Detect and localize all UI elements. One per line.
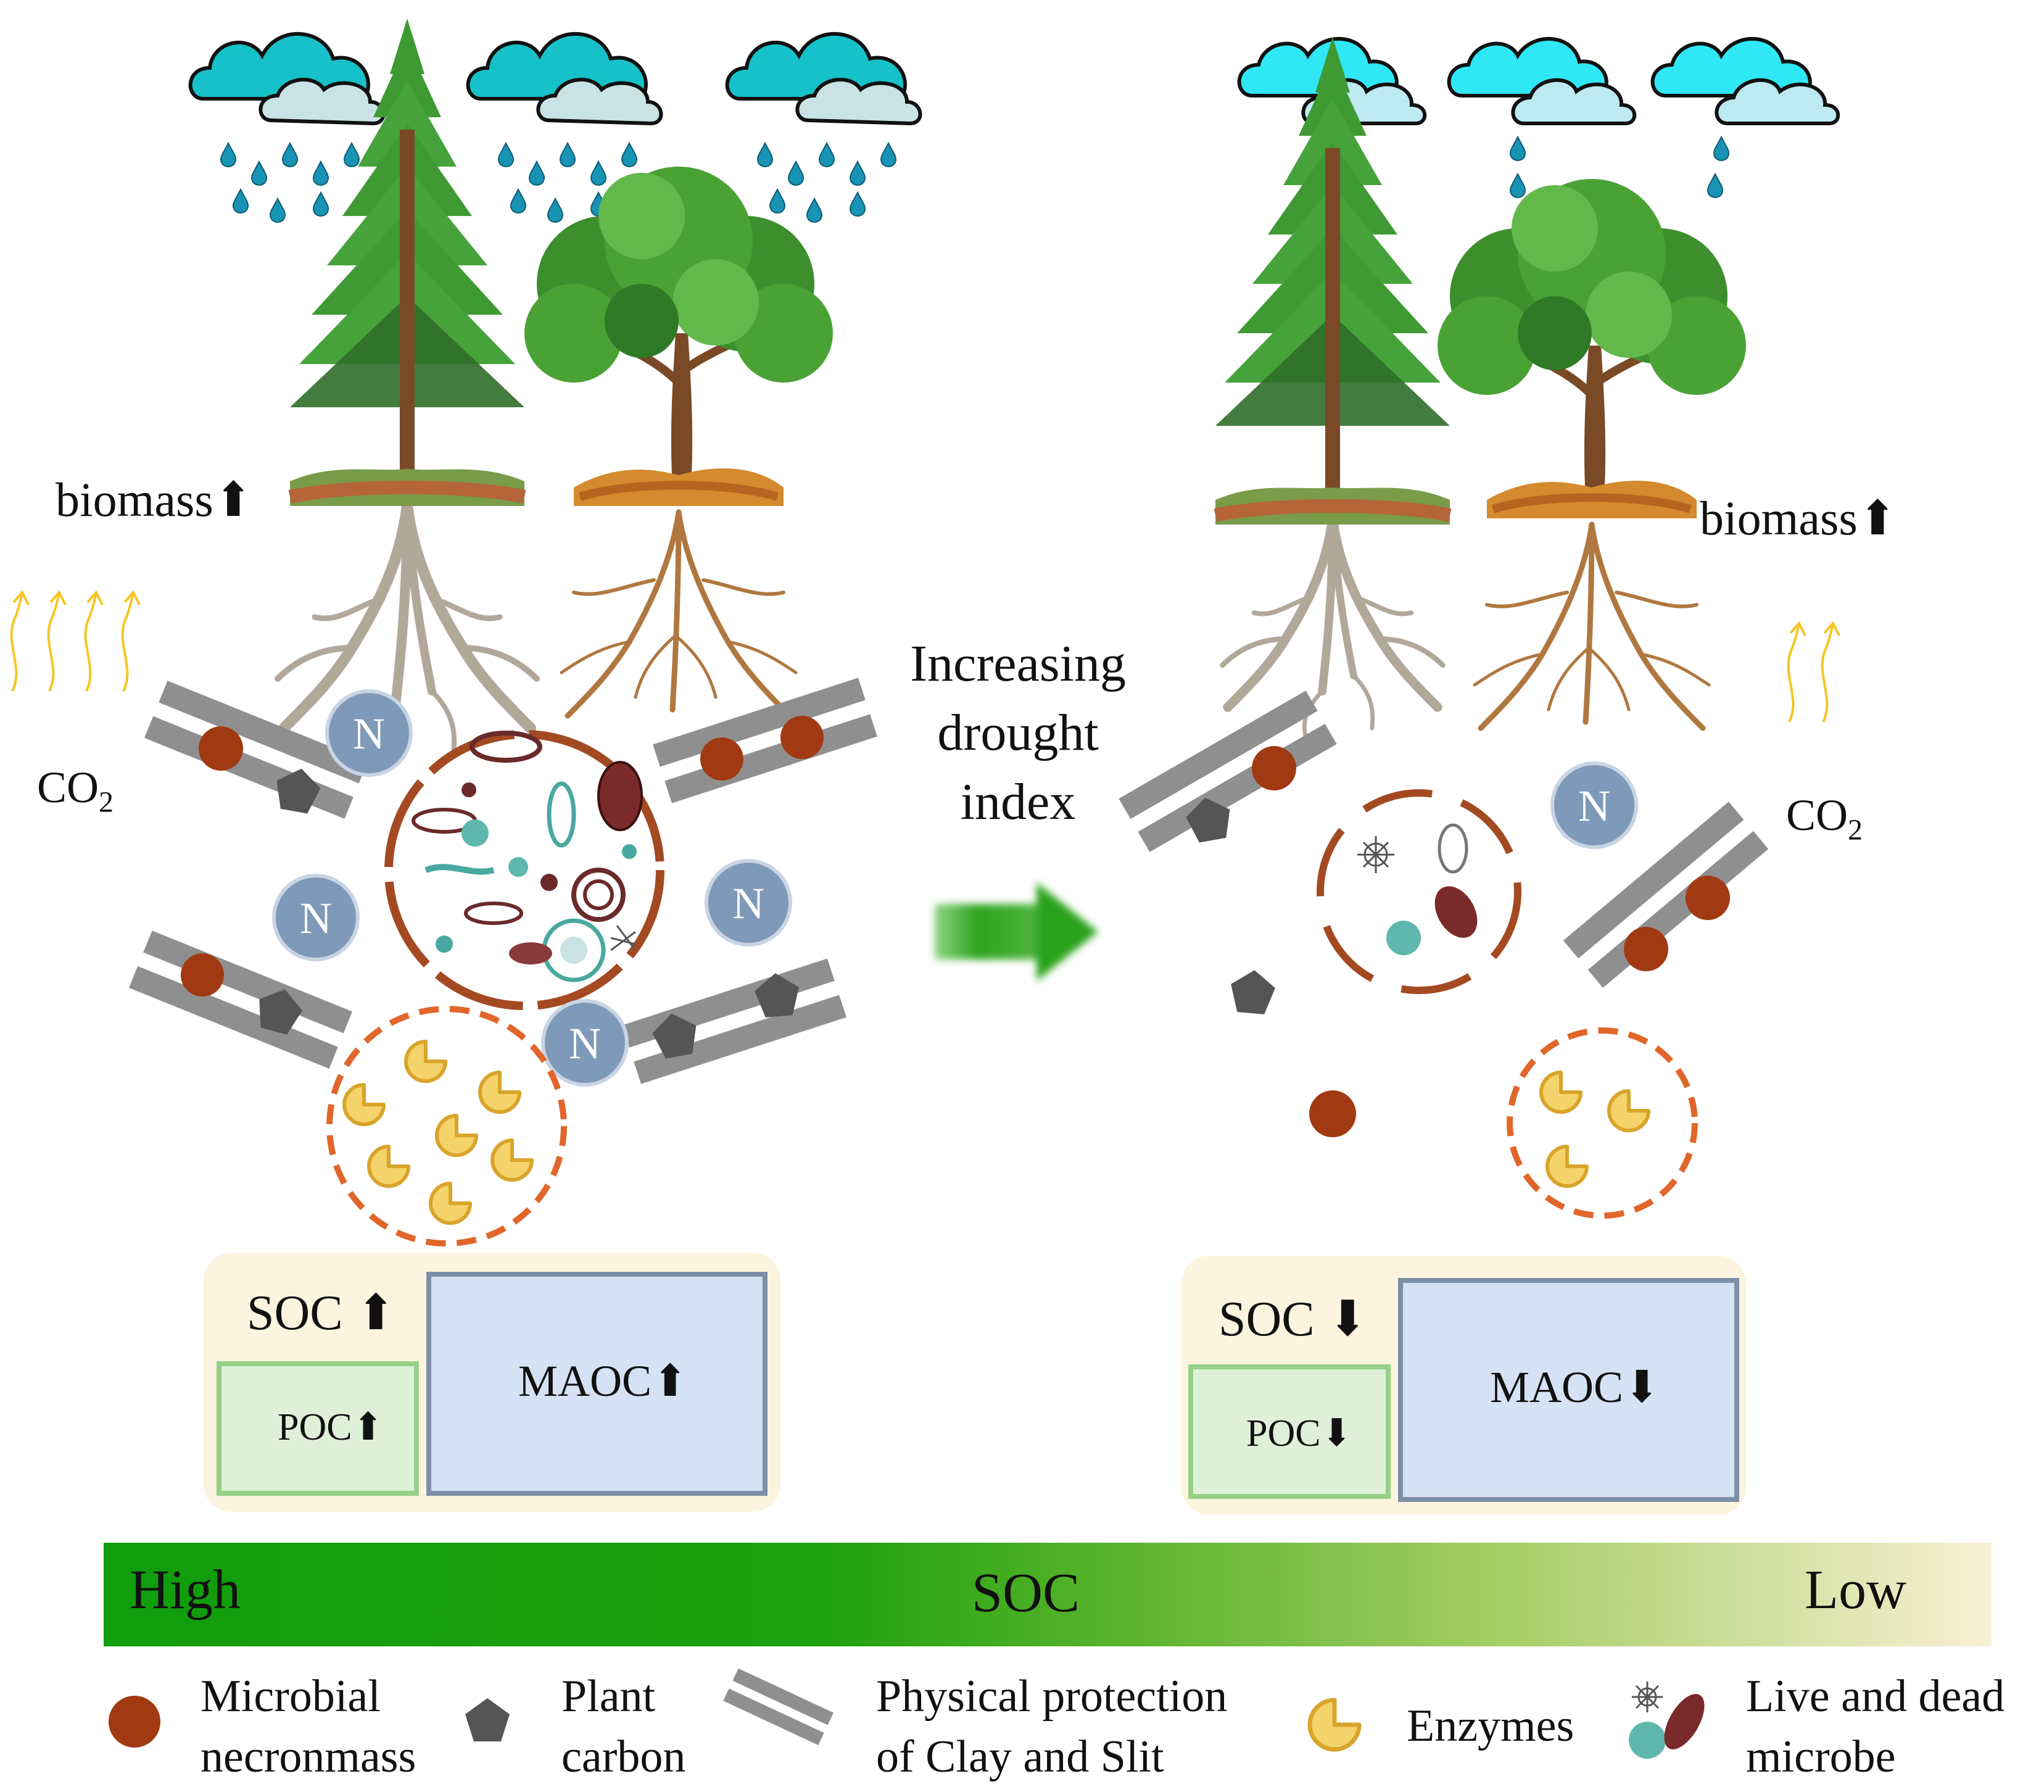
left-co2-text: CO xyxy=(37,763,99,812)
legend-plant-carbon-line2: carbon xyxy=(561,1732,686,1782)
right-co2-subscript: 2 xyxy=(1848,813,1863,847)
right-poc-text: POC xyxy=(1246,1412,1321,1454)
soc-bar-low: Low xyxy=(1805,1559,1906,1620)
legend-enzyme-label: Enzymes xyxy=(1407,1696,1574,1756)
left-broadleaf-tree-icon xyxy=(524,167,833,506)
legend-clay-icon xyxy=(723,1668,834,1746)
up-arrow-icon: ⬆ xyxy=(213,473,254,526)
legend-microbe-label: Live and dead microbe xyxy=(1746,1666,2005,1787)
right-co2-label: CO2 xyxy=(1786,790,1863,847)
left-nitrogen-3: N xyxy=(705,859,792,947)
legend-plant-carbon-line1: Plant xyxy=(561,1671,656,1722)
drought-line-2: drought xyxy=(937,704,1099,761)
right-soc-text: SOC xyxy=(1219,1292,1315,1346)
left-soc-text: SOC xyxy=(247,1286,343,1340)
legend-microbe-line2: microbe xyxy=(1746,1732,1896,1782)
svg-text:N: N xyxy=(353,709,385,758)
left-enzyme-pool-icon xyxy=(326,1006,567,1247)
up-arrow-icon: ⬆ xyxy=(1857,491,1898,545)
left-necromass-2 xyxy=(700,737,743,781)
rain-cloud-3-icon xyxy=(727,34,921,223)
right-co2-text: CO xyxy=(1786,790,1848,840)
left-poc-text: POC xyxy=(278,1406,352,1448)
right-broadleaf-roots-icon xyxy=(1475,525,1709,728)
drought-line-1: Increasing xyxy=(910,635,1126,692)
legend-necromass-line1: Microbial xyxy=(201,1671,381,1722)
right-pine-roots-icon xyxy=(1223,518,1443,739)
legend-necromass-icon xyxy=(109,1696,160,1748)
left-maoc-text: MAOC xyxy=(518,1356,652,1406)
soc-bar-center: SOC xyxy=(972,1562,1080,1624)
legend-plant-carbon-label: Plant carbon xyxy=(561,1666,685,1787)
right-necromass-3 xyxy=(1624,927,1668,971)
drought-line-3: index xyxy=(960,773,1076,831)
left-soc-label: SOC ⬆ xyxy=(247,1284,397,1342)
right-plant-carbon-2 xyxy=(1228,968,1277,1016)
left-necromass-4 xyxy=(181,953,224,997)
right-necromass-4 xyxy=(1309,1090,1356,1137)
right-biomass-label: biomass⬆ xyxy=(1700,491,1898,546)
drought-arrow-icon xyxy=(935,882,1098,981)
right-necromass-2 xyxy=(1686,876,1730,920)
soc-bar-high: High xyxy=(130,1559,241,1620)
left-nitrogen-1: N xyxy=(325,689,413,777)
legend-enzyme-line1: Enzymes xyxy=(1407,1701,1574,1751)
right-enzyme-pool-icon xyxy=(1507,1027,1698,1219)
right-soc-panel xyxy=(1181,1256,1746,1515)
drought-index-label: Increasing drought index xyxy=(861,629,1175,837)
left-nitrogen-2: N xyxy=(272,874,360,961)
down-arrow-icon: ⬇ xyxy=(1320,1412,1353,1454)
right-poc-label: POC⬇ xyxy=(1246,1410,1353,1456)
up-arrow-icon: ⬆ xyxy=(652,1356,689,1406)
left-nitrogen-4: N xyxy=(541,999,629,1087)
legend-clay-label: Physical protection of Clay and Slit xyxy=(876,1666,1227,1787)
legend-microbe-icon xyxy=(1629,1682,1705,1759)
left-biomass-text: biomass xyxy=(56,473,213,526)
legend-microbe-line1: Live and dead xyxy=(1746,1671,2005,1722)
soc-gradient-bar xyxy=(104,1543,1992,1646)
dry-cloud-2-icon xyxy=(1449,39,1635,198)
left-necromass-1 xyxy=(199,726,243,771)
left-clay-bar-4 xyxy=(622,958,846,1084)
svg-text:N: N xyxy=(569,1019,601,1068)
legend-necromass-line2: necronmass xyxy=(201,1732,416,1782)
rain-cloud-1-icon xyxy=(191,34,384,223)
legend-plant-carbon-icon xyxy=(465,1698,510,1741)
right-microbe-community-icon xyxy=(1317,789,1521,994)
left-necromass-3 xyxy=(780,716,824,759)
left-broadleaf-roots-icon xyxy=(561,512,796,716)
legend-clay-line2: of Clay and Slit xyxy=(876,1732,1164,1782)
up-arrow-icon: ⬆ xyxy=(355,1286,397,1340)
legend-clay-line1: Physical protection xyxy=(876,1671,1228,1722)
right-soc-label: SOC ⬇ xyxy=(1219,1290,1368,1348)
left-poc-label: POC⬆ xyxy=(278,1404,384,1450)
left-soc-panel xyxy=(204,1253,780,1512)
left-co2-label: CO2 xyxy=(37,762,114,819)
right-broadleaf-tree-icon xyxy=(1438,179,1746,518)
legend-necromass-label: Microbial necronmass xyxy=(201,1666,416,1787)
right-nitrogen-1: N xyxy=(1550,761,1638,849)
down-arrow-icon: ⬇ xyxy=(1623,1363,1661,1412)
left-microbe-community-icon xyxy=(384,730,664,1010)
up-arrow-icon: ⬆ xyxy=(352,1406,384,1448)
left-biomass-label: biomass⬆ xyxy=(56,472,254,528)
right-necromass-1 xyxy=(1252,746,1296,790)
right-maoc-label: MAOC⬇ xyxy=(1490,1361,1660,1413)
svg-text:N: N xyxy=(732,879,764,928)
dry-cloud-3-icon xyxy=(1653,39,1839,198)
legend-enzyme-icon xyxy=(1307,1698,1362,1752)
left-co2-arrows-icon xyxy=(10,591,141,692)
down-arrow-icon: ⬇ xyxy=(1326,1292,1368,1346)
right-biomass-text: biomass xyxy=(1700,491,1858,545)
right-co2-arrows-icon xyxy=(1787,622,1840,723)
svg-text:N: N xyxy=(300,894,332,943)
left-maoc-label: MAOC⬆ xyxy=(518,1354,689,1407)
svg-text:N: N xyxy=(1578,781,1610,831)
left-clay-bar-2 xyxy=(653,678,877,803)
right-maoc-text: MAOC xyxy=(1490,1363,1624,1412)
left-co2-subscript: 2 xyxy=(99,786,114,819)
